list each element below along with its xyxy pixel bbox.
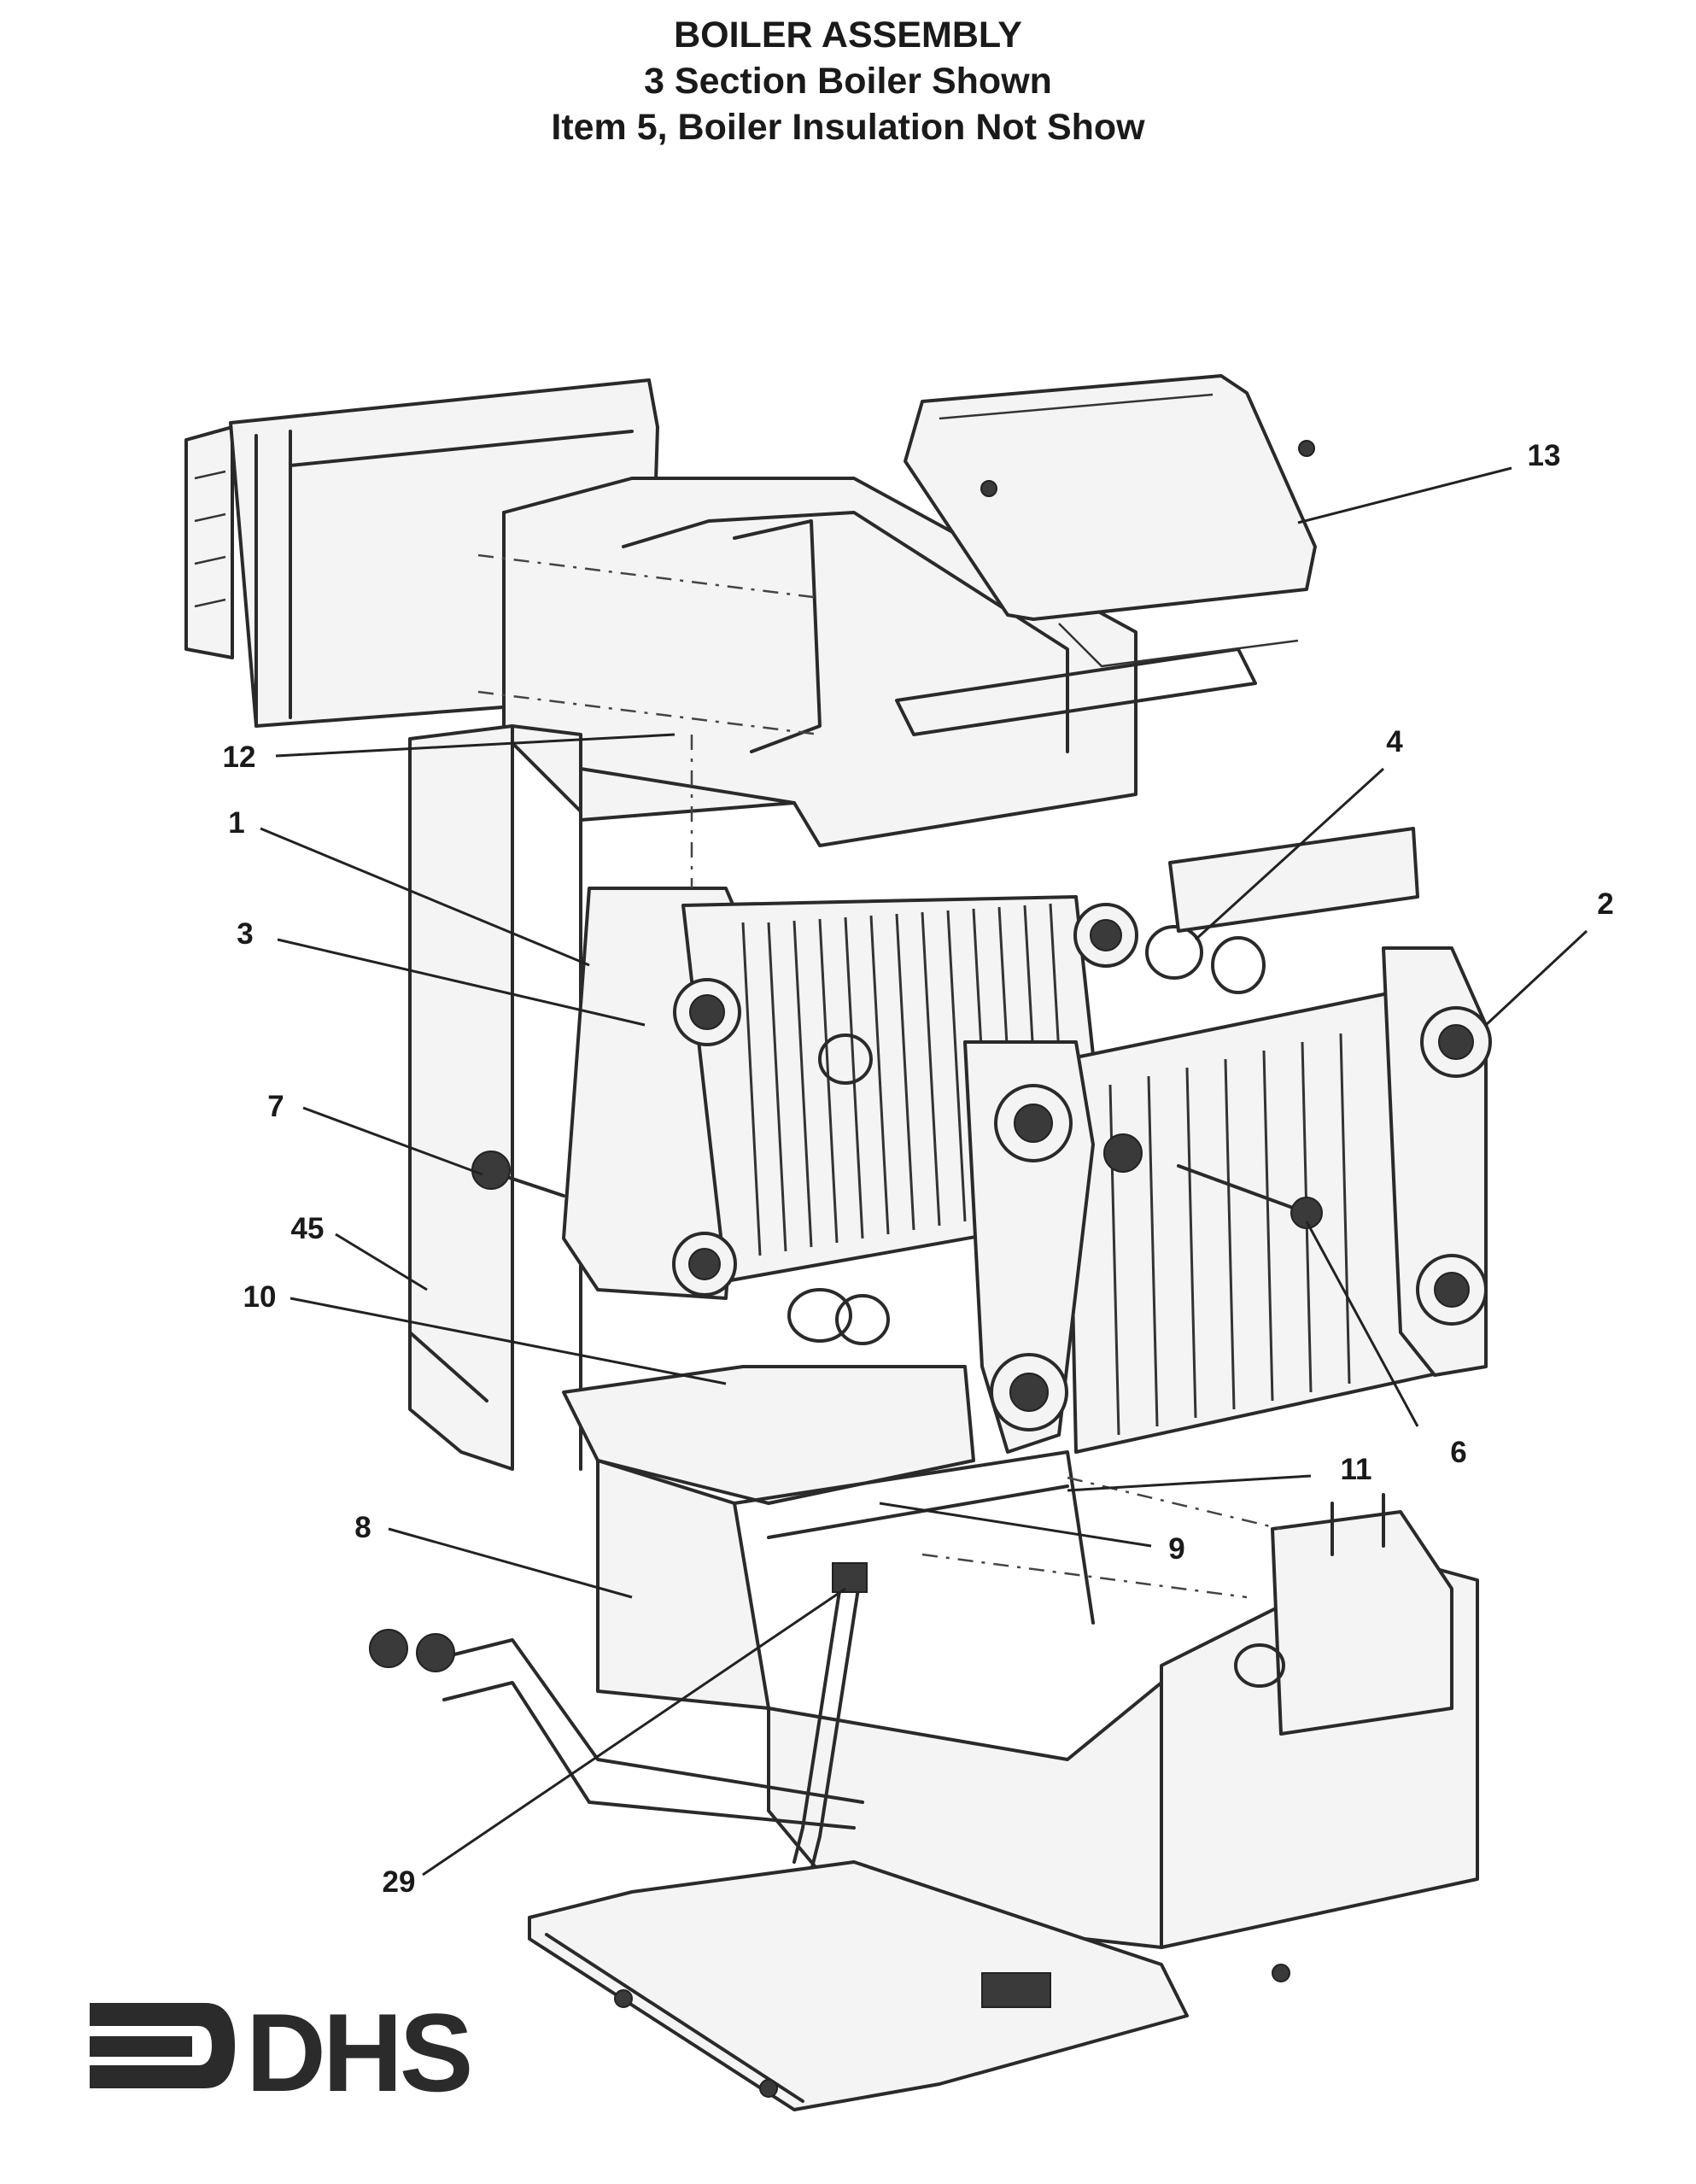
top-cover-plate [904,374,1317,668]
callout-45: 45 [291,1212,325,1245]
base-assembly [369,1365,1479,2111]
title-line-3: Item 5, Boiler Insulation Not Show [551,107,1145,148]
title-line-1: BOILER ASSEMBLY [674,15,1022,56]
logo-text: DHS [246,1990,470,2115]
callout-11: 11 [1341,1453,1372,1486]
callout-labels: 13 12 4 1 2 3 7 45 10 6 11 8 9 29 [223,439,1614,1899]
callout-3: 3 [237,917,253,951]
callout-7: 7 [267,1090,284,1123]
callout-4: 4 [1386,725,1403,758]
callout-12: 12 [223,741,256,774]
dhs-logo: DHS [90,1990,473,2115]
callout-29: 29 [383,1865,416,1899]
logo-mark-icon [90,2003,235,2088]
callout-leaders [260,466,1588,1877]
callout-6: 6 [1450,1436,1466,1469]
callout-2: 2 [1597,887,1613,921]
callout-1: 1 [228,806,244,840]
alignment-lines [477,553,1282,1599]
callout-10: 10 [243,1280,277,1314]
callout-13: 13 [1528,439,1561,472]
callout-8: 8 [354,1511,371,1544]
gasket-rings [1145,827,1419,994]
callout-9: 9 [1168,1532,1184,1566]
title-line-2: 3 Section Boiler Shown [644,61,1052,102]
